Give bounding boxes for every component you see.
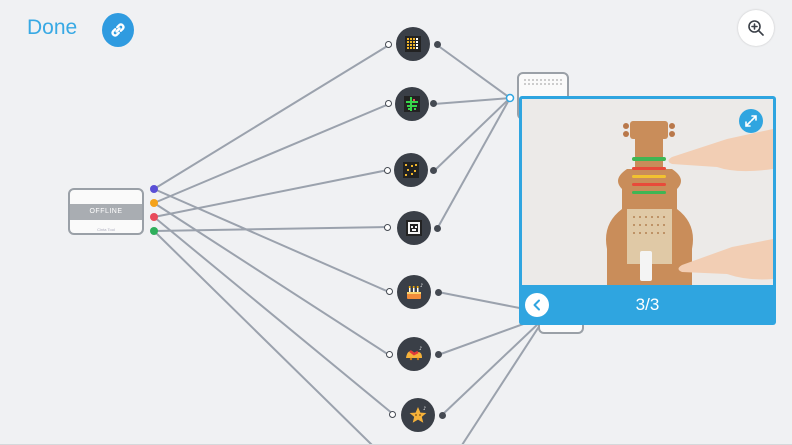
wire (153, 230, 373, 445)
wire (153, 188, 390, 293)
wire (433, 97, 511, 105)
wire (436, 44, 511, 99)
wire (153, 216, 394, 415)
bells-node[interactable]: ♪ (397, 337, 431, 371)
pager: 3/3 (519, 289, 776, 323)
star-icon: ♪ (409, 406, 427, 423)
guitar-photo (522, 99, 773, 285)
node-input-port[interactable] (384, 224, 391, 231)
cake-node[interactable]: ♪ (397, 275, 431, 309)
node-output-port[interactable] (434, 41, 441, 48)
node-output-port[interactable] (439, 412, 446, 419)
green-pixel-icon (404, 96, 420, 112)
device-status: OFFLINE (70, 204, 142, 220)
wire (153, 44, 390, 190)
device-port-1[interactable] (150, 185, 158, 193)
svg-text:♪: ♪ (423, 406, 426, 412)
chevron-left-icon (533, 299, 540, 311)
node-output-port[interactable] (430, 100, 437, 107)
node-output-port[interactable] (430, 167, 437, 174)
device-port-3[interactable] (150, 213, 158, 221)
link-button[interactable] (102, 13, 134, 47)
zoom-in-icon (748, 20, 764, 36)
pixel-guitar-node[interactable] (396, 27, 430, 61)
bells-icon: ♪ (406, 346, 422, 361)
node-output-port[interactable] (435, 289, 442, 296)
node-input-port[interactable] (386, 288, 393, 295)
wire (436, 97, 511, 230)
node-input-port[interactable] (385, 100, 392, 107)
node-input-port[interactable] (386, 351, 393, 358)
device-port-4[interactable] (150, 227, 158, 235)
device-caption: Cinta Tool (97, 227, 115, 232)
stars-pixel-icon (403, 162, 419, 178)
node-input-port[interactable] (389, 411, 396, 418)
wire (153, 226, 389, 232)
green-pixel-node[interactable] (395, 87, 429, 121)
wire-handle (505, 93, 515, 103)
offline-device[interactable]: OFFLINE Cinta Tool (68, 188, 144, 235)
expand-button[interactable] (739, 109, 763, 133)
wire (441, 321, 541, 416)
wire (153, 169, 389, 218)
node-output-port[interactable] (434, 225, 441, 232)
previous-button[interactable] (525, 293, 549, 317)
expand-icon (745, 115, 757, 127)
node-output-port[interactable] (435, 351, 442, 358)
guitar-photo-image (522, 99, 773, 285)
svg-text:♪: ♪ (419, 346, 422, 352)
star-node[interactable]: ♪ (401, 398, 435, 432)
device-port-2[interactable] (150, 199, 158, 207)
face-pixel-node[interactable] (397, 211, 431, 245)
led-grid (523, 78, 563, 86)
wire (461, 324, 541, 445)
face-pixel-icon (406, 220, 422, 236)
pixel-guitar-icon (405, 36, 421, 52)
image-viewer: 3/3 (519, 96, 776, 325)
done-button[interactable]: Done (27, 16, 78, 39)
wire (433, 97, 511, 172)
wire (153, 202, 390, 356)
zoom-in-button[interactable] (738, 10, 774, 46)
node-input-port[interactable] (385, 41, 392, 48)
cake-icon: ♪ (407, 283, 423, 299)
stars-pixel-node[interactable] (394, 153, 428, 187)
node-input-port[interactable] (384, 167, 391, 174)
svg-text:♪: ♪ (420, 283, 423, 289)
link-icon (111, 23, 125, 37)
wire (153, 103, 390, 204)
page-indicator: 3/3 (635, 295, 660, 314)
